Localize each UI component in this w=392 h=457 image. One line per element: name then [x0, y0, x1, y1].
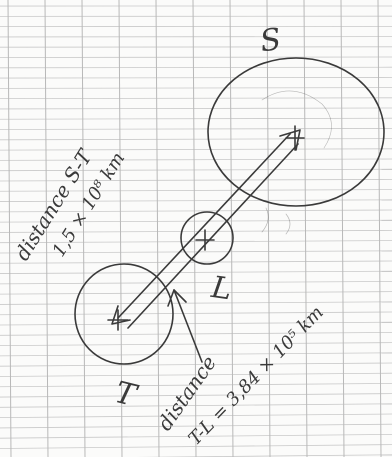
sun-center-cross [285, 125, 305, 151]
grid-line-horizontal [0, 168, 392, 172]
grid-line-horizontal [0, 250, 392, 254]
grid-line-vertical [44, 0, 49, 457]
grid-line-horizontal [0, 189, 392, 192]
grid-line-horizontal [0, 127, 392, 130]
grid-line-horizontal [0, 321, 392, 326]
earth-center-cross [107, 309, 129, 331]
moon-circle [180, 211, 234, 265]
grid-line-horizontal [0, 107, 392, 110]
ghost-marks [261, 207, 291, 235]
grid-line-horizontal [0, 158, 392, 161]
grid-line-vertical [155, 0, 160, 457]
grid-line-vertical [377, 0, 382, 457]
moon-center-cross [195, 229, 215, 251]
grid-line-horizontal [0, 270, 392, 274]
grid-line-horizontal [0, 148, 392, 151]
sun-shading [261, 90, 332, 149]
distance-st-line-2 [127, 143, 299, 329]
moon-label: L [208, 270, 234, 308]
grid-line-vertical [303, 0, 308, 457]
grid-line-vertical [81, 0, 86, 457]
grid-line-horizontal [0, 209, 392, 213]
grid-line-horizontal [0, 240, 392, 244]
grid-line-horizontal [0, 219, 392, 223]
distance-st-line-1 [117, 133, 291, 319]
grid-line-horizontal [0, 199, 392, 202]
grid-line-horizontal [0, 117, 392, 120]
grid-line-horizontal [0, 97, 392, 100]
arrowhead-sun [279, 129, 301, 151]
grid-line-horizontal [0, 332, 392, 336]
grid-line-horizontal [0, 66, 392, 69]
grid-line-vertical [340, 0, 345, 457]
grid-line-horizontal [0, 291, 392, 295]
earth-label: T [111, 375, 141, 414]
grid-line-horizontal [0, 372, 392, 377]
grid-line-horizontal [0, 229, 392, 233]
grid-line-horizontal [0, 352, 392, 357]
grid-line-horizontal [0, 77, 392, 79]
grid-line-horizontal [0, 178, 392, 182]
grid-line-vertical [7, 0, 12, 457]
grid-line-vertical [192, 0, 197, 457]
grid-line-horizontal [0, 311, 392, 316]
grid-line-horizontal [0, 362, 392, 367]
grid-line-horizontal [0, 281, 392, 285]
tl-pointer-line [173, 289, 203, 363]
sun-label: S [258, 22, 283, 60]
grid-line-vertical [118, 0, 123, 457]
grid-line-vertical [266, 0, 271, 457]
grid-line-horizontal [0, 301, 392, 305]
grid-line-horizontal [0, 138, 392, 141]
grid-line-horizontal [0, 342, 392, 346]
grid-line-horizontal [0, 87, 392, 89]
tl-pointer-arrowhead [167, 289, 187, 307]
earth-circle [74, 263, 174, 365]
sun-circle [207, 57, 385, 207]
